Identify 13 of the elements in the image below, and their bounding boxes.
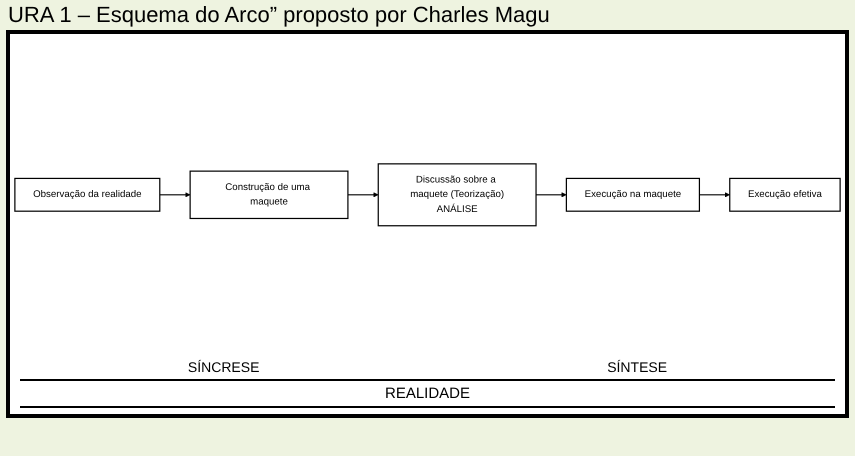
arrow bbox=[699, 192, 730, 198]
node-box: Execução efetiva bbox=[729, 178, 841, 212]
reality-band: REALIDADE bbox=[20, 379, 835, 408]
stage-label: SÍNCRESE bbox=[188, 359, 260, 375]
node-box: Discussão sobre a maquete (Teorização) ANÁLISE bbox=[378, 162, 537, 226]
arrow bbox=[536, 192, 567, 198]
node-box: Execução na maquete bbox=[566, 178, 700, 212]
node-box: Observação da realidade bbox=[14, 178, 160, 212]
arrow bbox=[160, 192, 190, 198]
stage-label: SÍNTESE bbox=[607, 359, 668, 375]
arrow bbox=[348, 192, 378, 198]
node-box: Construção de uma maquete bbox=[190, 170, 349, 219]
figure-title: URA 1 – Esquema do Arco” proposto por Charles Magu bbox=[7, 1, 551, 29]
